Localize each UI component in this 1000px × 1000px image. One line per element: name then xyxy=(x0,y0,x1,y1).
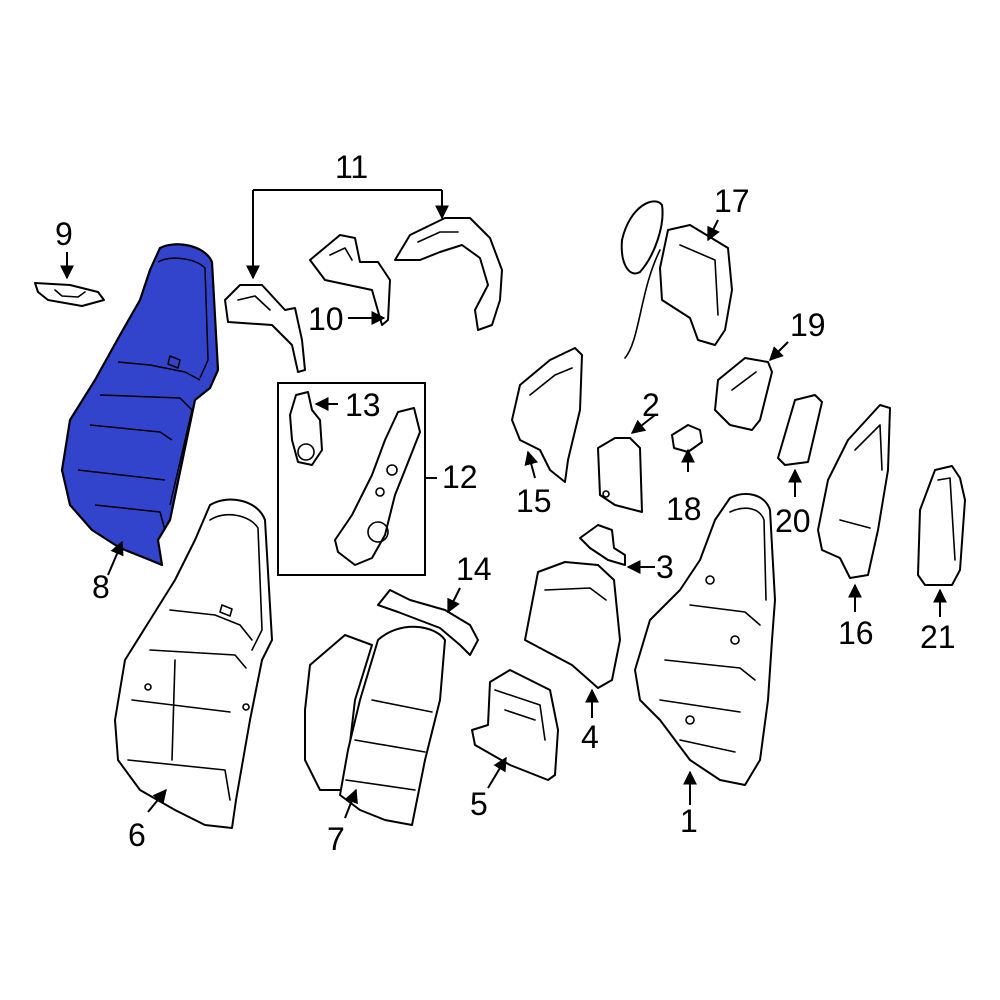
part-20-trim[interactable] xyxy=(777,394,823,466)
part-7-back-foam[interactable] xyxy=(304,625,446,826)
callout-2: 2 xyxy=(642,387,660,423)
part-11-bracket-left[interactable] xyxy=(224,284,306,373)
part-21-side-trim[interactable] xyxy=(917,465,966,586)
part-2-cover[interactable] xyxy=(597,437,643,513)
part-4-back-panel[interactable] xyxy=(524,561,621,689)
callout-3: 3 xyxy=(656,549,674,585)
callout-labels: 1 2 3 4 5 6 7 8 9 10 11 12 13 14 15 16 1… xyxy=(55,149,956,857)
part-15-side-panel[interactable] xyxy=(511,347,583,483)
part-6-seat-back-cushion[interactable] xyxy=(114,498,273,829)
callout-15: 15 xyxy=(516,483,552,519)
callout-9: 9 xyxy=(55,216,73,252)
part-3-clip[interactable] xyxy=(579,524,626,566)
part-11-bracket-right[interactable] xyxy=(394,217,503,331)
callout-16: 16 xyxy=(838,615,874,651)
callout-1: 1 xyxy=(680,803,698,839)
part-14-bar[interactable] xyxy=(377,589,479,656)
callout-5: 5 xyxy=(470,786,488,822)
part-16-side-panel[interactable] xyxy=(817,404,891,579)
callout-21: 21 xyxy=(920,619,956,655)
part-19-switch[interactable] xyxy=(714,357,773,431)
part-8-seat-back-cover[interactable] xyxy=(60,243,220,567)
part-13-motor[interactable] xyxy=(289,391,323,466)
callout-14: 14 xyxy=(456,551,492,587)
part-18-fastener[interactable] xyxy=(671,424,703,453)
callout-19: 19 xyxy=(790,307,826,343)
callout-17: 17 xyxy=(714,183,750,219)
part-9-clip[interactable] xyxy=(34,282,105,307)
callout-18: 18 xyxy=(666,491,702,527)
callout-7: 7 xyxy=(327,821,345,857)
callout-20: 20 xyxy=(775,503,811,539)
part-17-headrest-unit[interactable] xyxy=(620,200,733,359)
callout-11: 11 xyxy=(335,149,368,185)
callout-8: 8 xyxy=(92,569,110,605)
callout-12: 12 xyxy=(442,459,478,495)
callout-13: 13 xyxy=(345,387,381,423)
callout-6: 6 xyxy=(128,817,146,853)
leader-lines xyxy=(60,189,947,819)
callout-4: 4 xyxy=(581,719,599,755)
part-10-bracket[interactable] xyxy=(309,234,391,326)
callout-10: 10 xyxy=(308,301,344,337)
part-1-seat-back-frame[interactable] xyxy=(634,493,776,786)
part-5-lumbar-unit[interactable] xyxy=(471,669,559,781)
part-12-hinge-plate[interactable] xyxy=(334,407,421,566)
